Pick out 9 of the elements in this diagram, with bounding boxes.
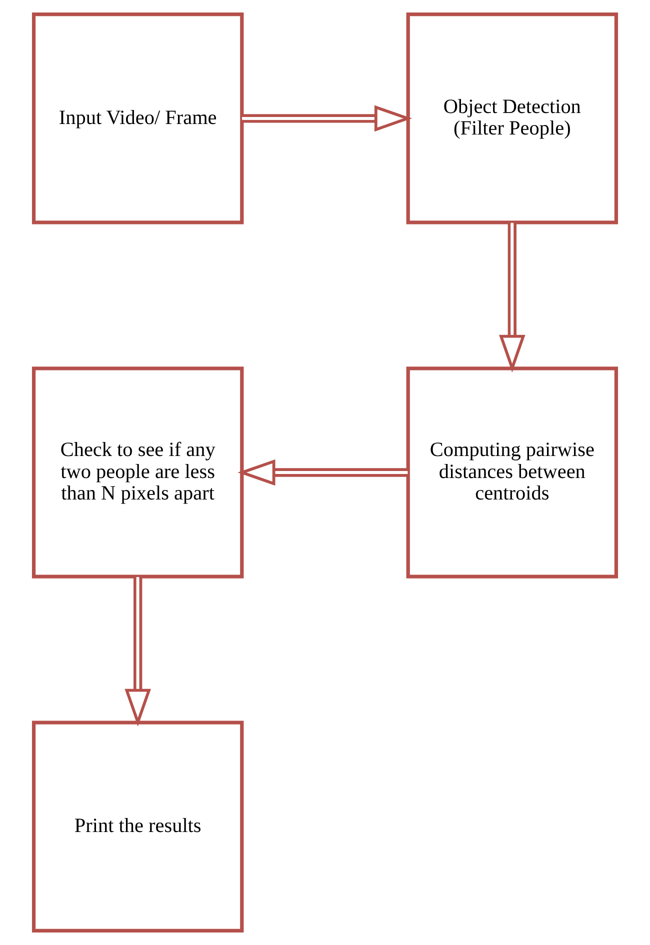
arrow (499, 222, 526, 372)
arrow (242, 105, 412, 132)
node-box: Input Video/ Frame (32, 12, 244, 224)
arrow (124, 576, 151, 727)
node-box: Print the results (32, 720, 244, 932)
arrow (238, 459, 408, 486)
node-box: Computing pairwise distances between centroids (406, 366, 618, 578)
node-box: Object Detection (Filter People) (406, 12, 618, 224)
node-box: Check to see if any two people are less than N pixels apart (32, 366, 244, 578)
